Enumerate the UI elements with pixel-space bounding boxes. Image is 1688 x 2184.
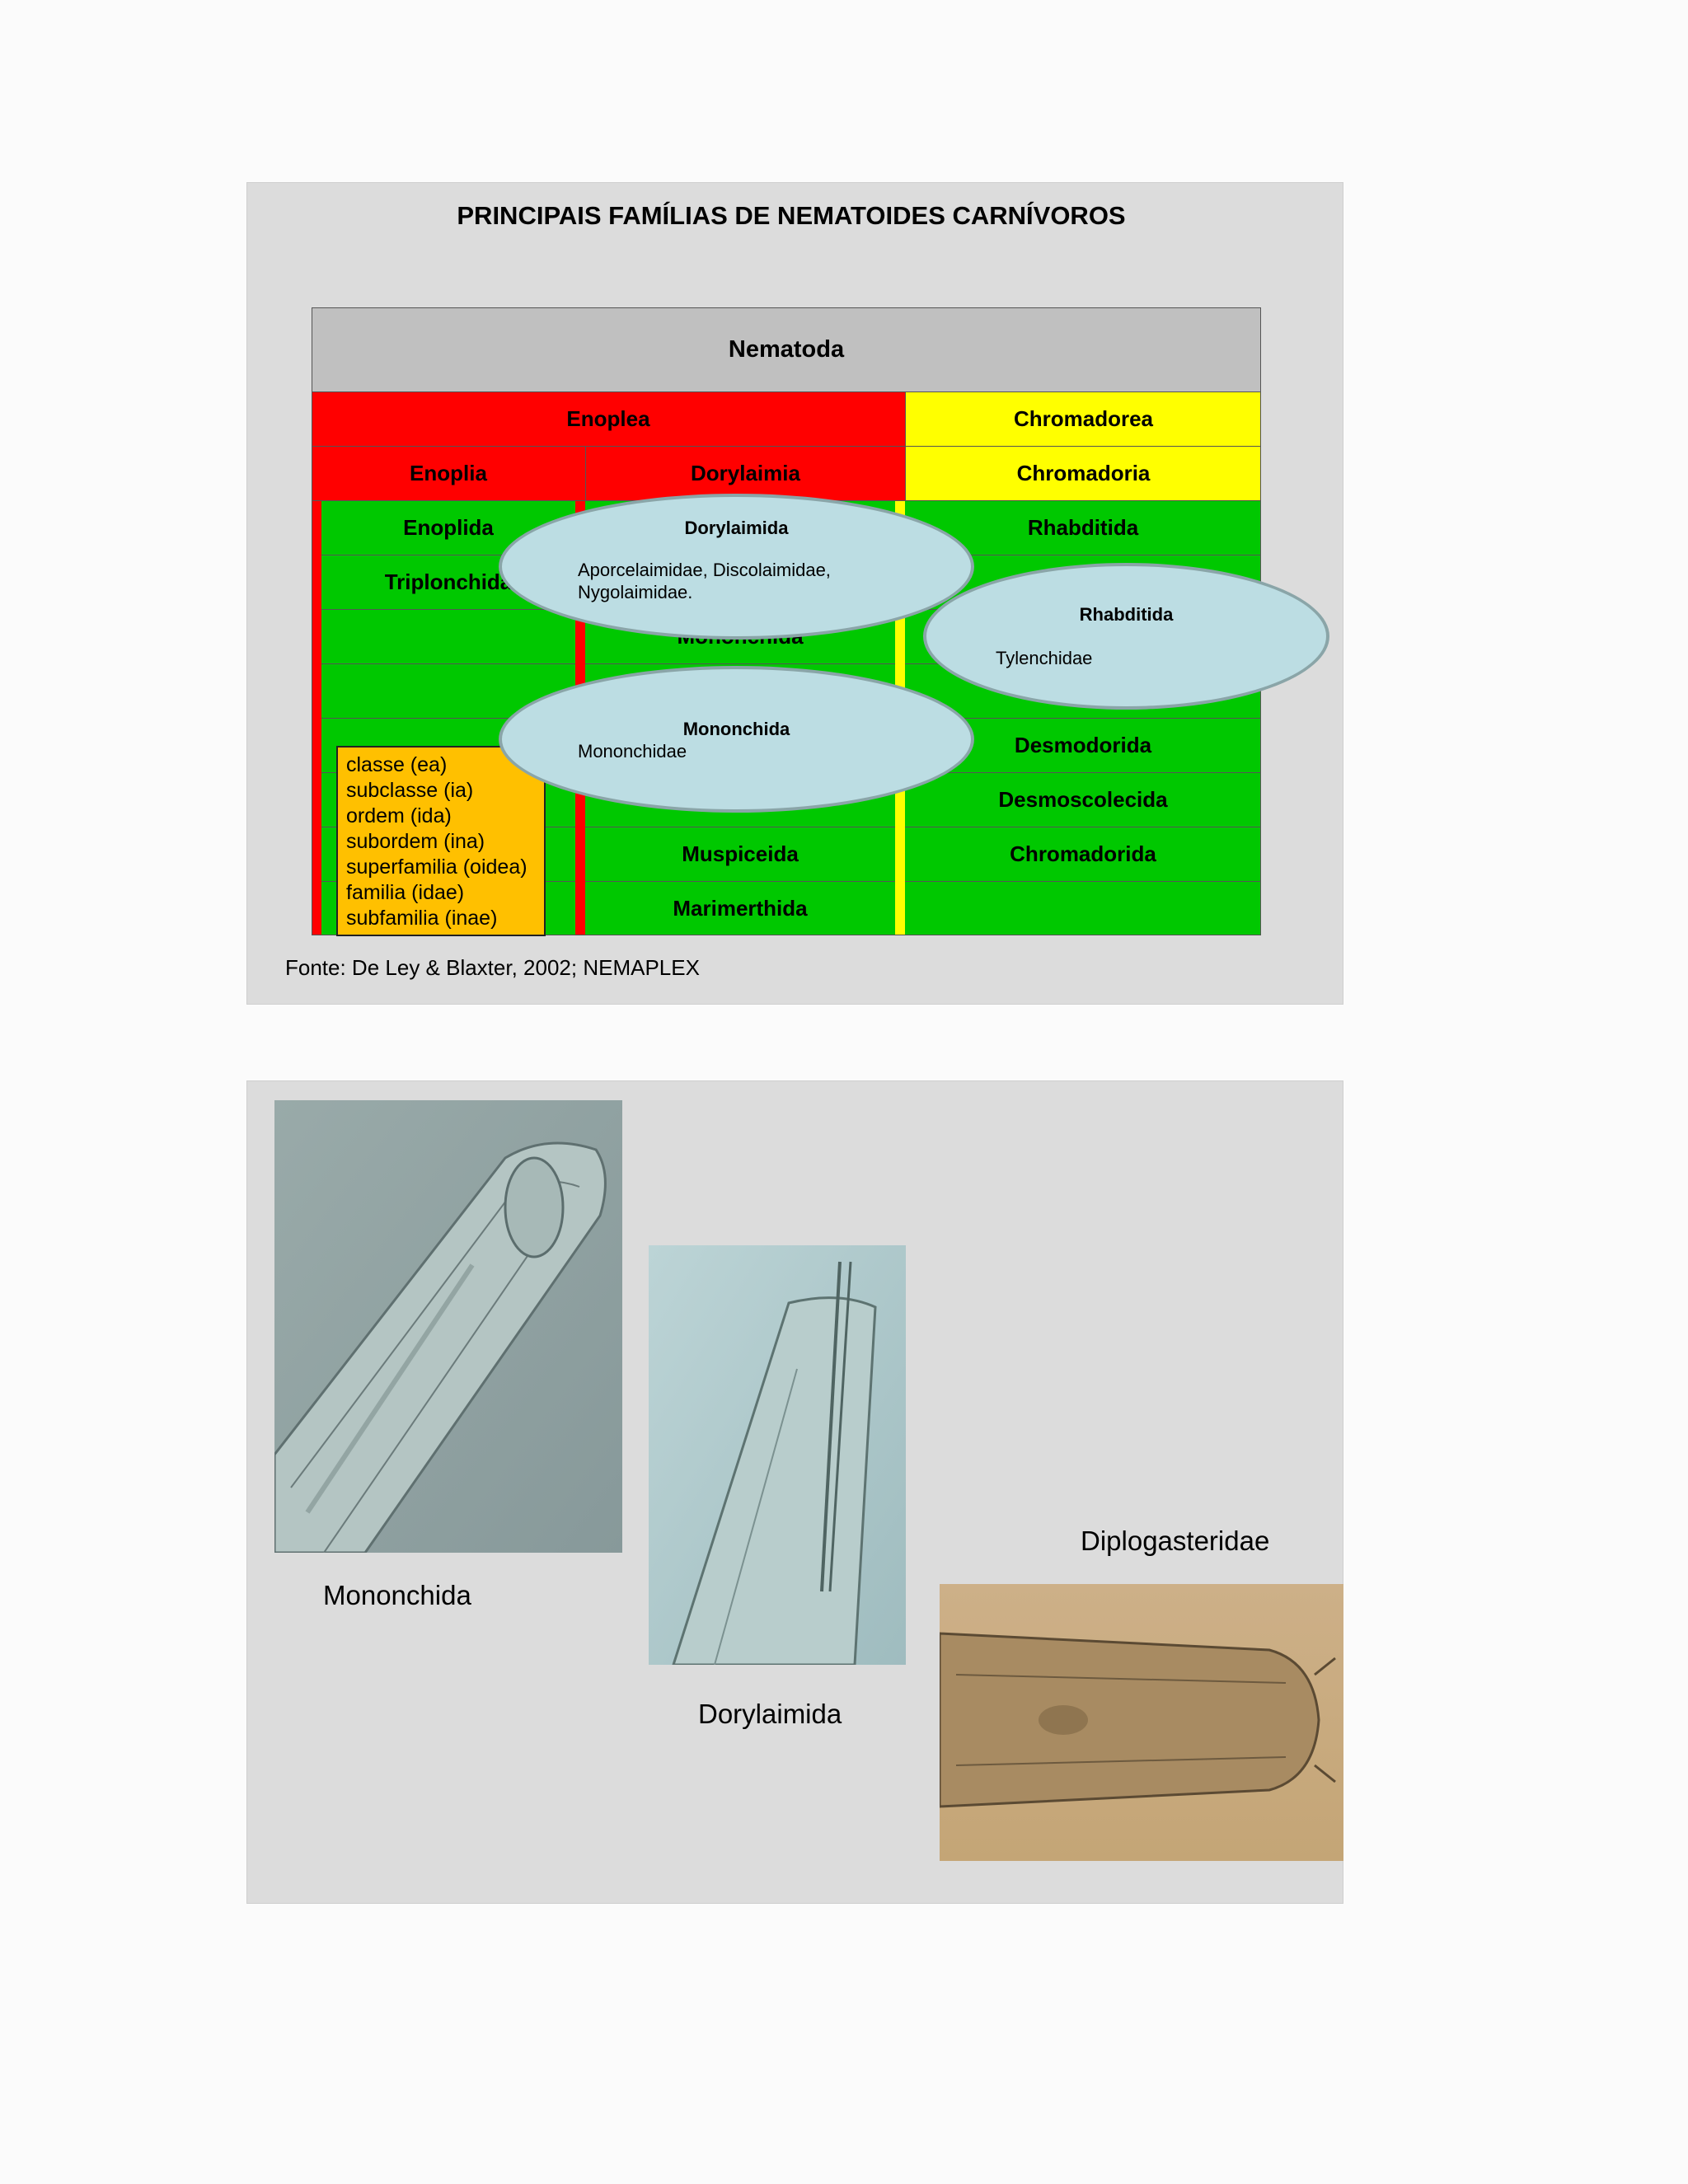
subclass-dorylaimia: Dorylaimia <box>586 447 905 501</box>
diplogasteridae-micrograph <box>940 1584 1343 1861</box>
callout-mononchida: Mononchida Mononchidae <box>499 666 974 813</box>
legend-item: superfamilia (oidea) <box>346 855 528 879</box>
legend-item: ordem (ida) <box>346 804 452 827</box>
callout-mononchida-title: Mononchida <box>682 719 790 739</box>
order-enoplia-3 <box>321 610 575 664</box>
callout-rhabditida-title: Rhabditida <box>1079 604 1174 625</box>
order-dorylaimia-7: Muspiceida <box>585 827 895 882</box>
callout-mononchida-text: Mononchidae <box>578 741 687 762</box>
legend-item: classe (ea) <box>346 753 448 776</box>
callout-dorylaimida-title: Dorylaimida <box>684 518 789 538</box>
callout-dorylaimida: Dorylaimida Aporcelaimidae, Discolaimida… <box>499 494 974 640</box>
callout-rhabditida: Rhabditida Tylenchidae <box>923 563 1329 710</box>
legend-item: familia (idae) <box>346 881 465 904</box>
caption-mononchida: Mononchida <box>323 1580 471 1610</box>
legend-item: subclasse (ia) <box>346 779 474 802</box>
rank-suffix-legend: classe (ea) subclasse (ia) ordem (ida) s… <box>336 746 546 936</box>
source-note: Fonte: De Ley & Blaxter, 2002; NEMAPLEX <box>285 955 700 980</box>
dorylaimida-micrograph <box>649 1245 906 1665</box>
class-enoplea: Enoplea <box>312 392 905 447</box>
caption-diplogasteridae: Diplogasteridae <box>1081 1526 1270 1556</box>
mononchida-drawing <box>274 1100 622 1553</box>
caption-dorylaimida: Dorylaimida <box>698 1699 842 1729</box>
enoplia-red-strip <box>312 501 321 935</box>
dorylaimida-drawing <box>649 1245 906 1665</box>
subclass-enoplia: Enoplia <box>312 447 586 501</box>
diplogasteridae-drawing <box>940 1584 1343 1861</box>
subclass-chromadoria: Chromadoria <box>905 447 1261 501</box>
legend-item: subordem (ina) <box>346 830 485 853</box>
class-chromadorea: Chromadorea <box>905 392 1261 447</box>
order-chromadoria-7: Chromadorida <box>905 827 1261 882</box>
root-nematoda: Nematoda <box>312 307 1261 392</box>
order-dorylaimia-8: Marimerthida <box>585 882 895 935</box>
slide-title: PRINCIPAIS FAMÍLIAS DE NEMATOIDES CARNÍV… <box>457 201 1126 230</box>
callout-dorylaimida-text: Aporcelaimidae, Discolaimidae, Nygolaimi… <box>578 560 831 602</box>
order-chromadoria-6: Desmoscolecida <box>905 773 1261 827</box>
classification-slide: PRINCIPAIS FAMÍLIAS DE NEMATOIDES CARNÍV… <box>246 182 1343 1005</box>
micrograph-slide: Mononchida Dorylaimida Diplogasteridae <box>246 1080 1343 1904</box>
mononchida-micrograph <box>274 1100 622 1553</box>
order-chromadoria-8 <box>905 882 1261 935</box>
callout-rhabditida-text: Tylenchidae <box>996 648 1093 668</box>
legend-item: subfamilia (inae) <box>346 907 498 930</box>
